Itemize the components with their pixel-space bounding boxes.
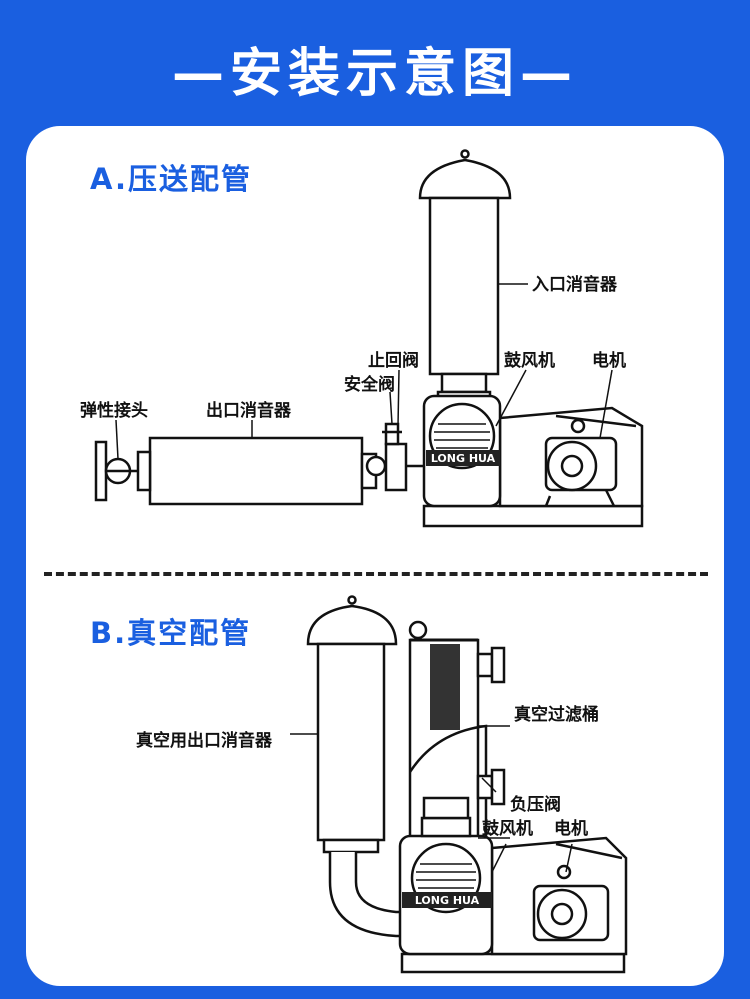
label-vacuum-outlet-silencer: 真空用出口消音器	[136, 731, 272, 751]
blower-brand-label: LONG HUA	[431, 452, 496, 465]
label-vacuum-filter: 真空过滤桶	[514, 705, 599, 725]
label-blower: 鼓风机	[504, 350, 555, 371]
label-negative-pressure-valve: 负压阀	[510, 795, 561, 815]
diagram-card: A.压送配管 B.真空配管 LONG HUA	[26, 126, 724, 986]
flexible-joint	[94, 440, 138, 502]
label-vacuum-motor: 电机	[554, 819, 588, 839]
blower: LONG HUA	[422, 394, 502, 508]
label-safety-valve: 安全阀	[344, 374, 395, 395]
outlet-silencer	[136, 436, 424, 506]
label-motor: 电机	[592, 350, 626, 371]
label-check-valve: 止回阀	[368, 350, 419, 371]
label-inlet-silencer: 入口消音器	[532, 274, 618, 295]
label-outlet-silencer: 出口消音器	[206, 400, 292, 421]
section-a-heading: A.压送配管	[90, 162, 252, 196]
label-flex-joint: 弹性接头	[80, 400, 148, 421]
machine-base	[422, 504, 644, 528]
vacuum-piping-overlay: LONG HUA	[290, 725, 628, 974]
motor	[544, 418, 618, 507]
pressure-piping-diagram: LONG HUA	[80, 149, 644, 528]
leader-lines	[115, 283, 613, 460]
safety-valve	[382, 422, 402, 446]
page-title: —安装示意图—	[171, 44, 578, 104]
section-divider	[44, 572, 708, 576]
vacuum-outlet-silencer	[306, 595, 406, 938]
inlet-silencer	[418, 149, 512, 402]
vacuum-blower-brand-label: LONG HUA	[415, 894, 480, 907]
label-vacuum-blower: 鼓风机	[482, 819, 533, 839]
section-b-heading: B.真空配管	[90, 616, 252, 650]
